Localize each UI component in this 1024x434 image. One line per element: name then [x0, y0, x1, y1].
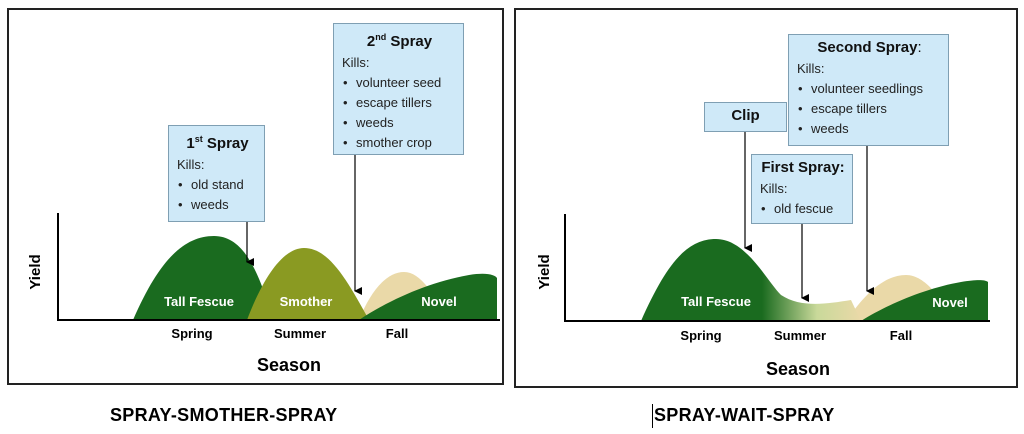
crop-label-novel: Novel [932, 295, 967, 310]
y-axis-label: Yield [536, 254, 553, 289]
x-axis-label: Season [766, 359, 830, 379]
tall-fescue-area [133, 236, 273, 320]
first-spray-callout: First Spray: Kills: old fescue [751, 154, 853, 224]
x-tick-summer: Summer [274, 326, 326, 341]
crop-label-smother: Smother [280, 294, 333, 309]
novel-area [861, 280, 988, 321]
novel-area [359, 273, 497, 320]
clip-callout: Clip [704, 102, 787, 132]
y-axis-label: Yield [27, 254, 44, 289]
spray2-kills-label: Kills: [342, 55, 370, 70]
crop-label-novel: Novel [421, 294, 456, 309]
second-spray-kill-list: volunteer seedlings escape tillers weeds [797, 79, 942, 139]
spray-wait-spray-diagram: Tall Fescue Novel Spring Summer Fall Sea… [536, 130, 990, 379]
second-spray-callout: Second Spray: Kills: volunteer seedlings… [788, 34, 949, 146]
spray1-title: 1st Spray [186, 134, 249, 152]
spray2-kill-list: volunteer seed escape tillers weeds smot… [342, 73, 457, 153]
spray1-callout: 1st Spray Kills: old stand weeds [168, 125, 265, 222]
x-tick-spring: Spring [680, 328, 721, 343]
list-item: old stand [177, 175, 258, 195]
list-item: escape tillers [342, 93, 457, 113]
second-spray-title: Second Spray: [817, 39, 922, 56]
caption-spray-smother-spray: SPRAY-SMOTHER-SPRAY [110, 405, 338, 425]
spray1-kill-list: old stand weeds [177, 175, 258, 215]
x-tick-summer: Summer [774, 328, 826, 343]
list-item: smother crop [342, 133, 457, 153]
x-axis-label: Season [257, 355, 321, 375]
x-tick-fall: Fall [890, 328, 912, 343]
list-item: escape tillers [797, 99, 942, 119]
second-spray-kills-label: Kills: [797, 61, 825, 76]
first-spray-kills-label: Kills: [760, 181, 788, 196]
list-item: old fescue [760, 199, 846, 219]
spray-smother-spray-diagram: Tall Fescue Smother Novel Spring Summer … [27, 155, 500, 375]
spray-smother-spray-panel: Tall Fescue Smother Novel Spring Summer … [7, 8, 504, 385]
x-tick-spring: Spring [171, 326, 212, 341]
clip-label: Clip [731, 107, 760, 124]
smother-crop-area [247, 248, 369, 320]
spray2-callout: 2nd Spray Kills: volunteer seed escape t… [333, 23, 464, 155]
list-item: weeds [342, 113, 457, 133]
spray1-kills-label: Kills: [177, 157, 205, 172]
tall-fescue-area [641, 239, 861, 321]
first-spray-kill-list: old fescue [760, 199, 846, 219]
list-item: volunteer seedlings [797, 79, 942, 99]
crop-label-tall-fescue: Tall Fescue [681, 294, 751, 309]
first-spray-title: First Spray: [761, 159, 845, 176]
list-item: volunteer seed [342, 73, 457, 93]
spray-wait-spray-panel: Tall Fescue Novel Spring Summer Fall Sea… [514, 8, 1018, 388]
spray2-title: 2nd Spray [366, 32, 433, 50]
list-item: weeds [797, 119, 942, 139]
text-cursor [652, 404, 653, 428]
caption-spray-wait-spray: SPRAY-WAIT-SPRAY [654, 405, 835, 425]
x-tick-fall: Fall [386, 326, 408, 341]
list-item: weeds [177, 195, 258, 215]
crop-label-tall-fescue: Tall Fescue [164, 294, 234, 309]
